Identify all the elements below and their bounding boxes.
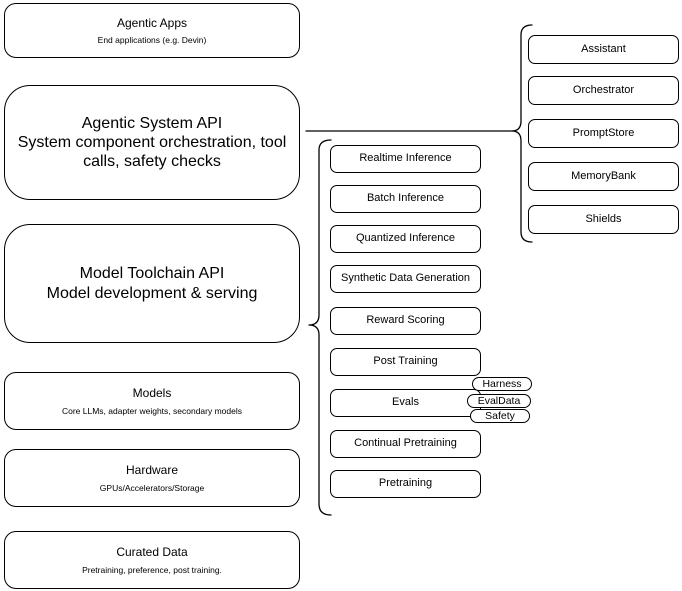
node-realtime-inference: Realtime Inference <box>330 145 481 173</box>
node-evals: Evals <box>330 389 481 417</box>
tag-harness: Harness <box>472 377 532 391</box>
box-agentic-apps: Agentic Apps End applications (e.g. Devi… <box>4 3 300 58</box>
box-subtitle: System component orchestration, tool cal… <box>17 133 287 171</box>
box-subtitle: Pretraining, preference, post training. <box>82 564 222 575</box>
node-pretraining: Pretraining <box>330 470 481 498</box>
node-promptstore: PromptStore <box>528 119 679 148</box>
box-title: Hardware <box>125 463 179 478</box>
box-title: Agentic Apps <box>116 15 188 30</box>
box-agentic-system-api: Agentic System API System component orch… <box>4 85 300 200</box>
node-reward-scoring: Reward Scoring <box>330 307 481 335</box>
box-models: Models Core LLMs, adapter weights, secon… <box>4 372 300 430</box>
box-subtitle: End applications (e.g. Devin) <box>97 35 207 46</box>
box-title: Curated Data <box>116 545 188 560</box>
node-batch-inference: Batch Inference <box>330 185 481 213</box>
node-orchestrator: Orchestrator <box>528 76 679 105</box>
node-shields: Shields <box>528 205 679 234</box>
box-subtitle: GPUs/Accelerators/Storage <box>99 482 205 493</box>
box-hardware: Hardware GPUs/Accelerators/Storage <box>4 449 300 507</box>
box-model-toolchain-api: Model Toolchain API Model development & … <box>4 224 300 343</box>
node-memorybank: MemoryBank <box>528 162 679 191</box>
box-curated-data: Curated Data Pretraining, preference, po… <box>4 531 300 589</box>
box-title: Models <box>132 386 172 401</box>
box-subtitle: Model development & serving <box>46 284 258 302</box>
box-title: Agentic System API <box>81 114 223 132</box>
tag-safety: Safety <box>470 409 530 423</box>
node-quantized-inference: Quantized Inference <box>330 225 481 253</box>
node-synthetic-data-generation: Synthetic Data Generation <box>330 265 481 293</box>
box-subtitle: Core LLMs, adapter weights, secondary mo… <box>61 405 242 416</box>
node-assistant: Assistant <box>528 35 679 64</box>
node-post-training: Post Training <box>330 348 481 376</box>
toolchain-bracket <box>308 139 332 516</box>
node-continual-pretraining: Continual Pretraining <box>330 430 481 458</box>
tag-evaldata: EvalData <box>467 394 531 408</box>
box-title: Model Toolchain API <box>79 265 225 283</box>
